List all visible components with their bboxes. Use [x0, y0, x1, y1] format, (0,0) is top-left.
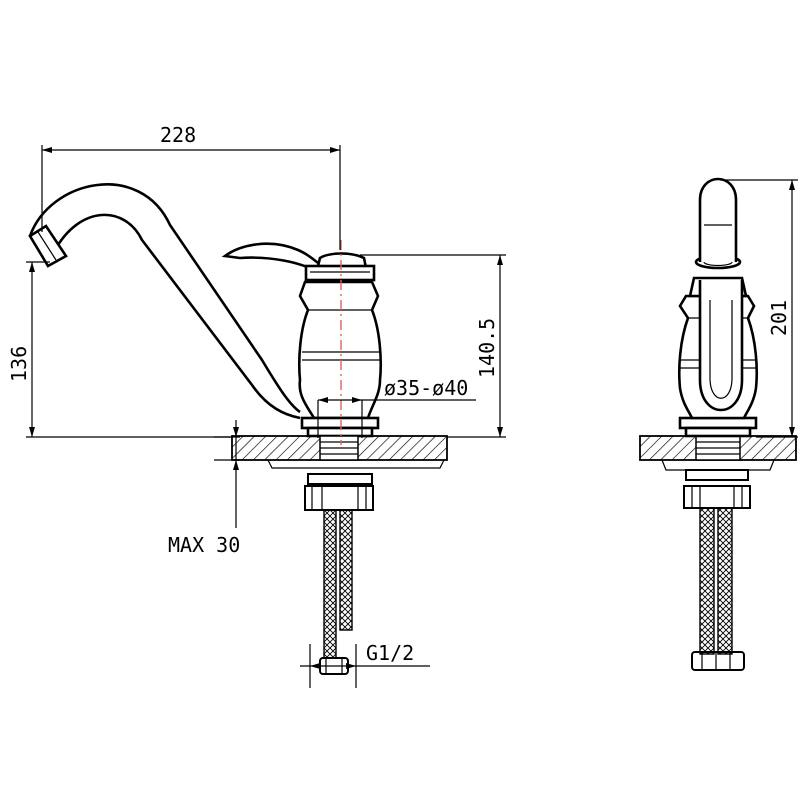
handle-cap-front — [316, 252, 368, 270]
dim-diameter: ø35-ø40 — [317, 376, 476, 438]
dim-140-5-label: 140.5 — [475, 318, 499, 378]
lever-handle-front — [221, 242, 324, 274]
lock-nut-side — [683, 485, 751, 509]
front-view: 228 136 140.5 ø35-ø40 — [7, 123, 506, 688]
dim-140-5: 140.5 — [360, 254, 506, 438]
base-ring-front — [300, 416, 380, 430]
hose-left-side — [699, 507, 715, 655]
dim-201: 201 — [720, 179, 798, 438]
dim-max-30: MAX 30 — [168, 420, 240, 557]
faucet-body-front — [297, 280, 383, 420]
lock-nut-front — [304, 485, 374, 511]
dim-diameter-label: ø35-ø40 — [384, 376, 468, 400]
hose-right-side — [717, 507, 733, 655]
aerator-front — [28, 224, 68, 268]
dim-136-label: 136 — [7, 346, 31, 382]
dim-max-30-label: MAX 30 — [168, 533, 240, 557]
dim-thread: G1/2 — [300, 641, 430, 688]
dim-228: 228 — [41, 123, 341, 250]
dim-201-label: 201 — [767, 300, 791, 336]
spout-side — [698, 177, 738, 262]
hose-left-front — [323, 509, 337, 659]
hose-right-front — [339, 509, 353, 631]
side-view: 201 — [639, 177, 798, 671]
mounting-plate-front — [307, 473, 373, 485]
mounting-nut-front — [267, 459, 445, 469]
dim-thread-label: G1/2 — [366, 641, 414, 665]
dim-228-label: 228 — [160, 123, 196, 147]
spout-inner — [53, 213, 301, 420]
hose-nut-side — [691, 651, 745, 671]
dim-136: 136 — [7, 261, 232, 438]
